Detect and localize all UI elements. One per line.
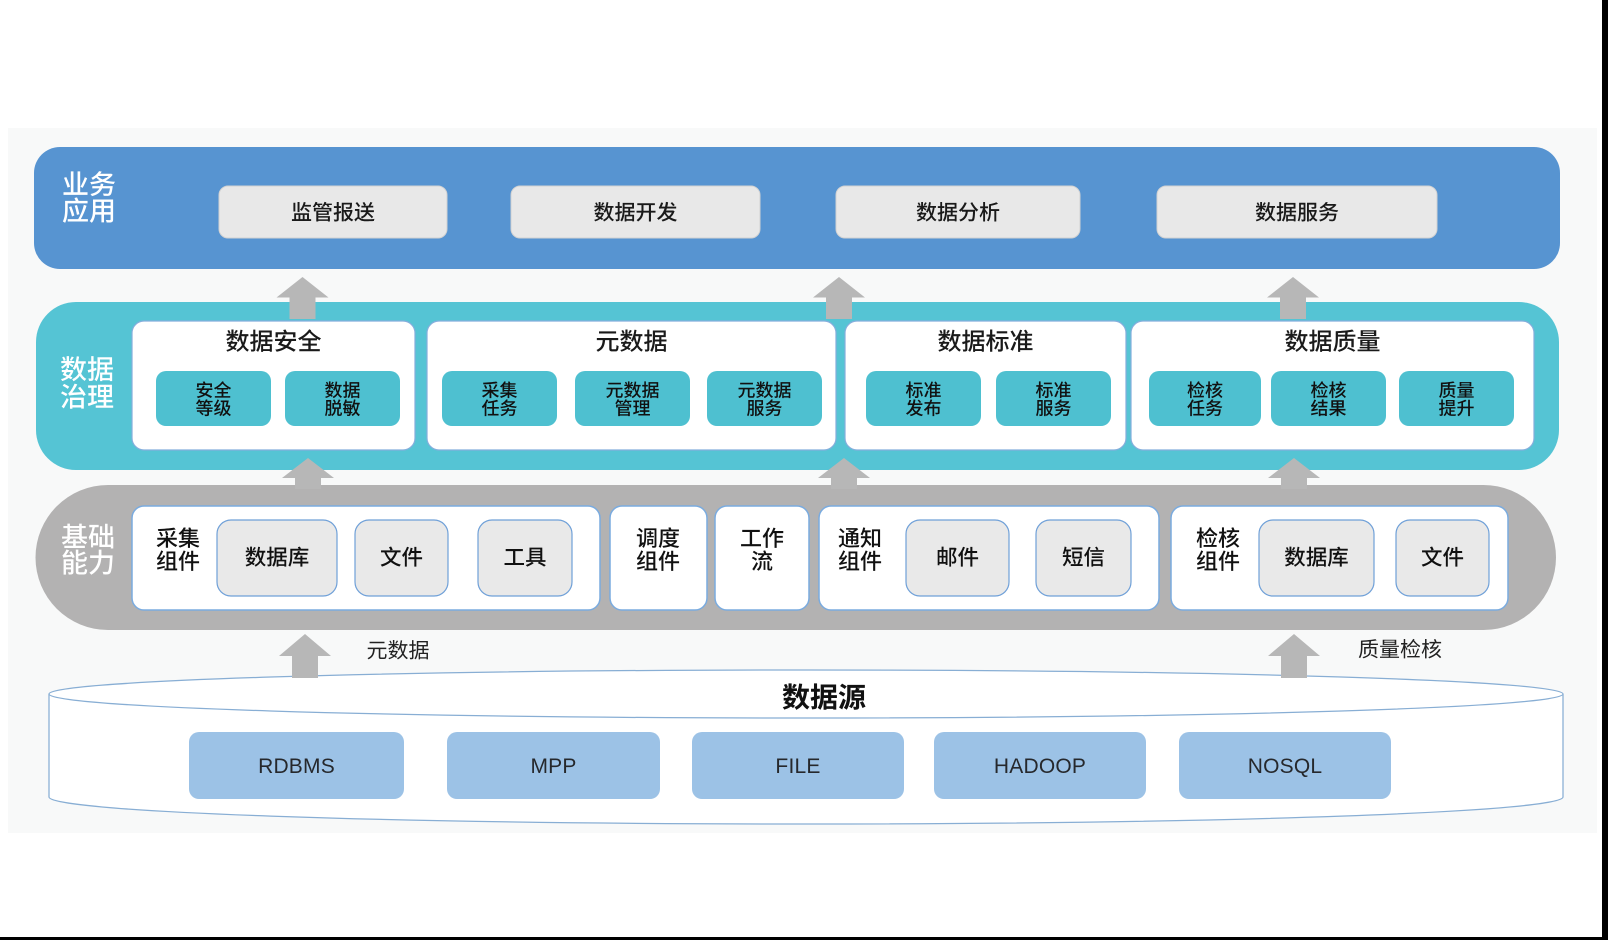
svg-text:HADOOP: HADOOP bbox=[994, 755, 1086, 778]
svg-text:FILE: FILE bbox=[775, 755, 820, 778]
svg-text:MPP: MPP bbox=[530, 755, 576, 778]
svg-text:RDBMS: RDBMS bbox=[258, 755, 335, 778]
svg-text:NOSQL: NOSQL bbox=[1248, 755, 1323, 778]
